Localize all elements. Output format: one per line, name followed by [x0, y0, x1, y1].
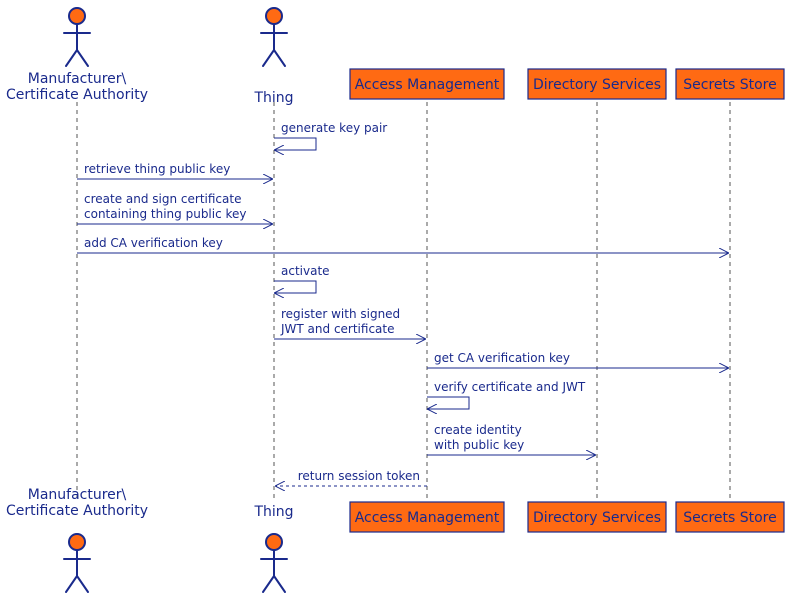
message-label: verify certificate and JWT	[434, 380, 586, 394]
actor-body	[260, 549, 288, 593]
message-7: verify certificate and JWT	[427, 380, 586, 409]
participant-name-ca-bottom: Manufacturer\	[28, 487, 127, 503]
participant-box-ss-bottom	[675, 501, 785, 533]
messages: generate key pair retrieve thing public k…	[77, 121, 729, 486]
message-label: register with signed	[281, 307, 400, 321]
actor-figure-ca-bottom	[63, 533, 91, 593]
message-label: get CA verification key	[434, 351, 570, 365]
participant-name-ds-bottom: Directory Services	[533, 510, 661, 526]
participant-name-ds-top: Directory Services	[533, 77, 661, 93]
message-4: activate	[274, 264, 330, 293]
participant-name-am-bottom: Access Management	[355, 510, 500, 526]
participant-box-am-top	[349, 68, 505, 100]
message-label: generate key pair	[281, 121, 387, 135]
self-message-arrow	[427, 396, 470, 409]
message-label: containing thing public key	[84, 207, 247, 221]
message-label: with public key	[434, 438, 524, 452]
message-label: create identity	[434, 423, 522, 437]
participant-name-am-top: Access Management	[355, 77, 500, 93]
message-1: retrieve thing public key	[77, 162, 273, 179]
participant-name-ss-top: Secrets Store	[683, 77, 777, 93]
participant-box-ds-top	[527, 68, 667, 100]
participant-box-ds-bottom	[527, 501, 667, 533]
participant-heads: Manufacturer\Certificate AuthorityManufa…	[6, 7, 785, 593]
actor-figure-thing-bottom	[260, 533, 288, 593]
message-3: add CA verification key	[77, 236, 729, 253]
participant-box-am-bottom	[349, 501, 505, 533]
message-6: get CA verification key	[427, 351, 729, 368]
message-9: return session token	[275, 469, 427, 486]
participant-name-ss-bottom: Secrets Store	[683, 510, 777, 526]
message-label: activate	[281, 264, 330, 278]
actor-head	[265, 533, 283, 551]
actor-body	[63, 23, 91, 67]
actor-head	[68, 7, 86, 25]
actor-head	[265, 7, 283, 25]
actor-body	[260, 23, 288, 67]
actor-figure-thing-top	[260, 7, 288, 67]
lifelines	[76, 102, 731, 498]
message-label: create and sign certificate	[84, 192, 241, 206]
participant-name-thing-top: Thing	[253, 90, 293, 106]
self-message-arrow	[274, 280, 317, 293]
actor-head	[68, 533, 86, 551]
message-label: retrieve thing public key	[84, 162, 230, 176]
message-label: add CA verification key	[84, 236, 223, 250]
message-0: generate key pair	[274, 121, 387, 150]
message-label: return session token	[298, 469, 420, 483]
participant-name-ca-top: Certificate Authority	[6, 87, 148, 103]
participant-name-ca-bottom: Certificate Authority	[6, 503, 148, 519]
participant-box-ss-top	[675, 68, 785, 100]
actor-figure-ca-top	[63, 7, 91, 67]
actor-body	[63, 549, 91, 593]
participant-name-thing-bottom: Thing	[253, 504, 293, 520]
self-message-arrow	[274, 137, 317, 150]
participant-name-ca-top: Manufacturer\	[28, 71, 127, 87]
message-label: JWT and certificate	[280, 322, 395, 336]
